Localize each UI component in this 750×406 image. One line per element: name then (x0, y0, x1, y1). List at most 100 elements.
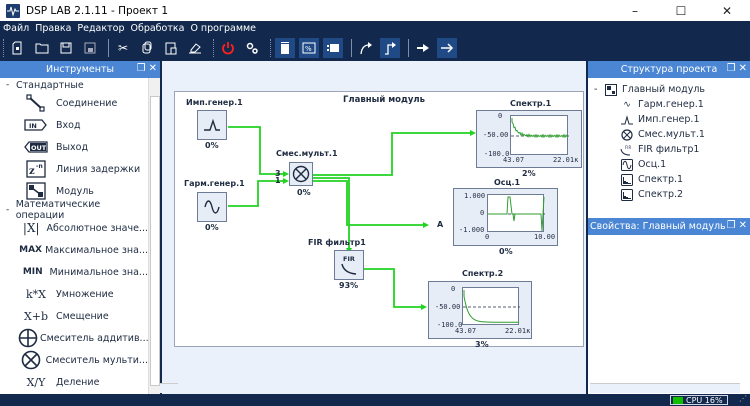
percent-view-icon[interactable]: % (299, 38, 319, 58)
tool-connection[interactable]: Соединение (0, 92, 148, 114)
tool-input[interactable]: IN Вход (0, 114, 148, 136)
properties-hscrollbar[interactable] (590, 383, 740, 393)
settings-icon[interactable] (242, 38, 262, 58)
block-label: Спектр.1 (510, 99, 552, 108)
tree-label: Спектр.1 (638, 174, 684, 185)
new-file-icon[interactable] (8, 38, 28, 58)
close-button[interactable]: ✕ (721, 3, 733, 18)
harmonic-generator-block[interactable] (197, 192, 227, 222)
tools-panel-header: Инструменты ❐✕ (0, 61, 160, 78)
collapse-icon: - (6, 205, 10, 215)
additive-mixer-icon (18, 328, 38, 348)
tree-item[interactable]: Спектр.2 (588, 187, 750, 202)
tree-item[interactable]: ∿Гарм.генер.1 (588, 97, 750, 112)
wire-fir-to-spec2 (362, 268, 421, 308)
block-load: 0% (205, 141, 219, 150)
curve-connection-icon[interactable] (356, 38, 376, 58)
paste-icon[interactable] (161, 38, 181, 58)
y-tick: 0 (498, 112, 503, 120)
toolbar-separator (408, 39, 409, 57)
tree-label: Осц.1 (638, 159, 667, 170)
tool-output[interactable]: OUT Выход (0, 136, 148, 158)
minimize-button[interactable]: – (632, 3, 638, 18)
tool-delay-line[interactable]: z-n Линия задержки (0, 158, 148, 180)
toolbar-separator (270, 39, 271, 57)
close-panel-icon[interactable]: ✕ (148, 63, 157, 74)
orthogonal-connection-icon[interactable] (380, 38, 400, 58)
menu-file[interactable]: Файл (3, 22, 30, 34)
open-folder-icon[interactable] (32, 38, 52, 58)
port-label: 1 (275, 176, 281, 185)
copy-icon[interactable] (137, 38, 157, 58)
wire-mixer-to-spec1 (313, 132, 470, 176)
maximize-button[interactable]: ☐ (675, 3, 687, 18)
structure-panel-header: Структура проекта ❐✕ (588, 61, 750, 78)
tool-multiplicative-mixer[interactable]: Смеситель мульти... (0, 349, 148, 371)
tools-scrollbar[interactable] (148, 78, 160, 394)
tree-label: Главный модуль (622, 84, 706, 95)
tool-offset[interactable]: X+b Смещение (0, 305, 148, 327)
cpu-bar (673, 396, 683, 404)
close-panel-icon[interactable]: ✕ (738, 220, 747, 231)
toolbar-separator (213, 39, 214, 57)
impulse-generator-block[interactable] (197, 110, 227, 140)
tool-min[interactable]: MIN Минимальное зна... (0, 261, 148, 283)
title-bar: DSP LAB 2.1.11 - Проект 1 – ☐ ✕ (0, 0, 750, 21)
arrow-right-bold-icon[interactable] (437, 38, 457, 58)
panel-view-icon[interactable] (323, 38, 343, 58)
menu-editor[interactable]: Редактор (77, 22, 125, 34)
collapse-icon: - (594, 84, 598, 95)
tool-additive-mixer[interactable]: Смеситель аддитив... (0, 327, 148, 349)
tool-label: Соединение (56, 97, 118, 109)
y-tick: 0 (451, 285, 456, 293)
toolbar: ✂ % (0, 35, 750, 61)
x-tick: 0 (485, 233, 490, 241)
tree-root[interactable]: - Главный модуль (588, 82, 750, 97)
tree-label: Смес.мульт.1 (638, 129, 705, 140)
connection-icon (18, 93, 54, 113)
tool-group-standard[interactable]: -Стандартные (0, 78, 148, 92)
float-panel-icon[interactable]: ❐ (726, 63, 736, 74)
save-as-icon[interactable] (80, 38, 100, 58)
menu-about[interactable]: О программе (190, 22, 257, 34)
toolbar-separator (108, 39, 109, 57)
resize-grip-icon[interactable]: ⋰ (739, 394, 747, 403)
tool-multiply[interactable]: k*X Умножение (0, 283, 148, 305)
tool-divide[interactable]: X/Y Деление (0, 371, 148, 393)
save-icon[interactable] (56, 38, 76, 58)
x-tick: 22.01к (505, 327, 531, 335)
tree-label: Спектр.2 (638, 189, 684, 200)
block-load: 0% (205, 223, 219, 232)
tree-item[interactable]: Осц.1 (588, 157, 750, 172)
tree-item[interactable]: Смес.мульт.1 (588, 127, 750, 142)
block-label: Спектр.2 (462, 269, 504, 278)
diagram-canvas[interactable]: Главный модуль Имп.генер.1 0% Гарм.генер… (160, 61, 586, 394)
spectrum-2-plot (462, 287, 520, 325)
cut-icon[interactable]: ✂ (117, 41, 129, 55)
block-label: Гарм.генер.1 (184, 179, 245, 188)
arrow-right-icon[interactable] (413, 38, 433, 58)
block-load: 93% (339, 281, 359, 290)
float-panel-icon[interactable]: ❐ (136, 63, 146, 74)
block-view-icon[interactable] (275, 38, 295, 58)
tool-max[interactable]: MAX Максимальное зна... (0, 239, 148, 261)
fir-filter-block[interactable]: FIR (334, 250, 364, 280)
close-panel-icon[interactable]: ✕ (738, 63, 747, 74)
float-panel-icon[interactable]: ❐ (726, 220, 736, 231)
tool-abs[interactable]: |X| Абсолютное значе... (0, 217, 148, 239)
mixer-block[interactable] (289, 162, 313, 186)
tree-item[interactable]: Имп.генер.1 (588, 112, 750, 127)
structure-panel-title: Структура проекта (620, 64, 718, 75)
arrow-head (283, 171, 289, 177)
tool-group-math[interactable]: -Математические операции (0, 199, 148, 221)
window-title: DSP LAB 2.1.11 - Проект 1 (26, 4, 169, 17)
power-icon[interactable] (218, 38, 238, 58)
tool-module[interactable]: Модуль (0, 180, 148, 202)
group-label: Математические операции (15, 199, 101, 221)
eraser-icon[interactable] (185, 38, 205, 58)
menu-edit[interactable]: Правка (35, 22, 72, 34)
menu-processing[interactable]: Обработка (130, 22, 185, 34)
tree-item[interactable]: Спектр.1 (588, 172, 750, 187)
scrollbar-thumb[interactable] (150, 96, 160, 386)
